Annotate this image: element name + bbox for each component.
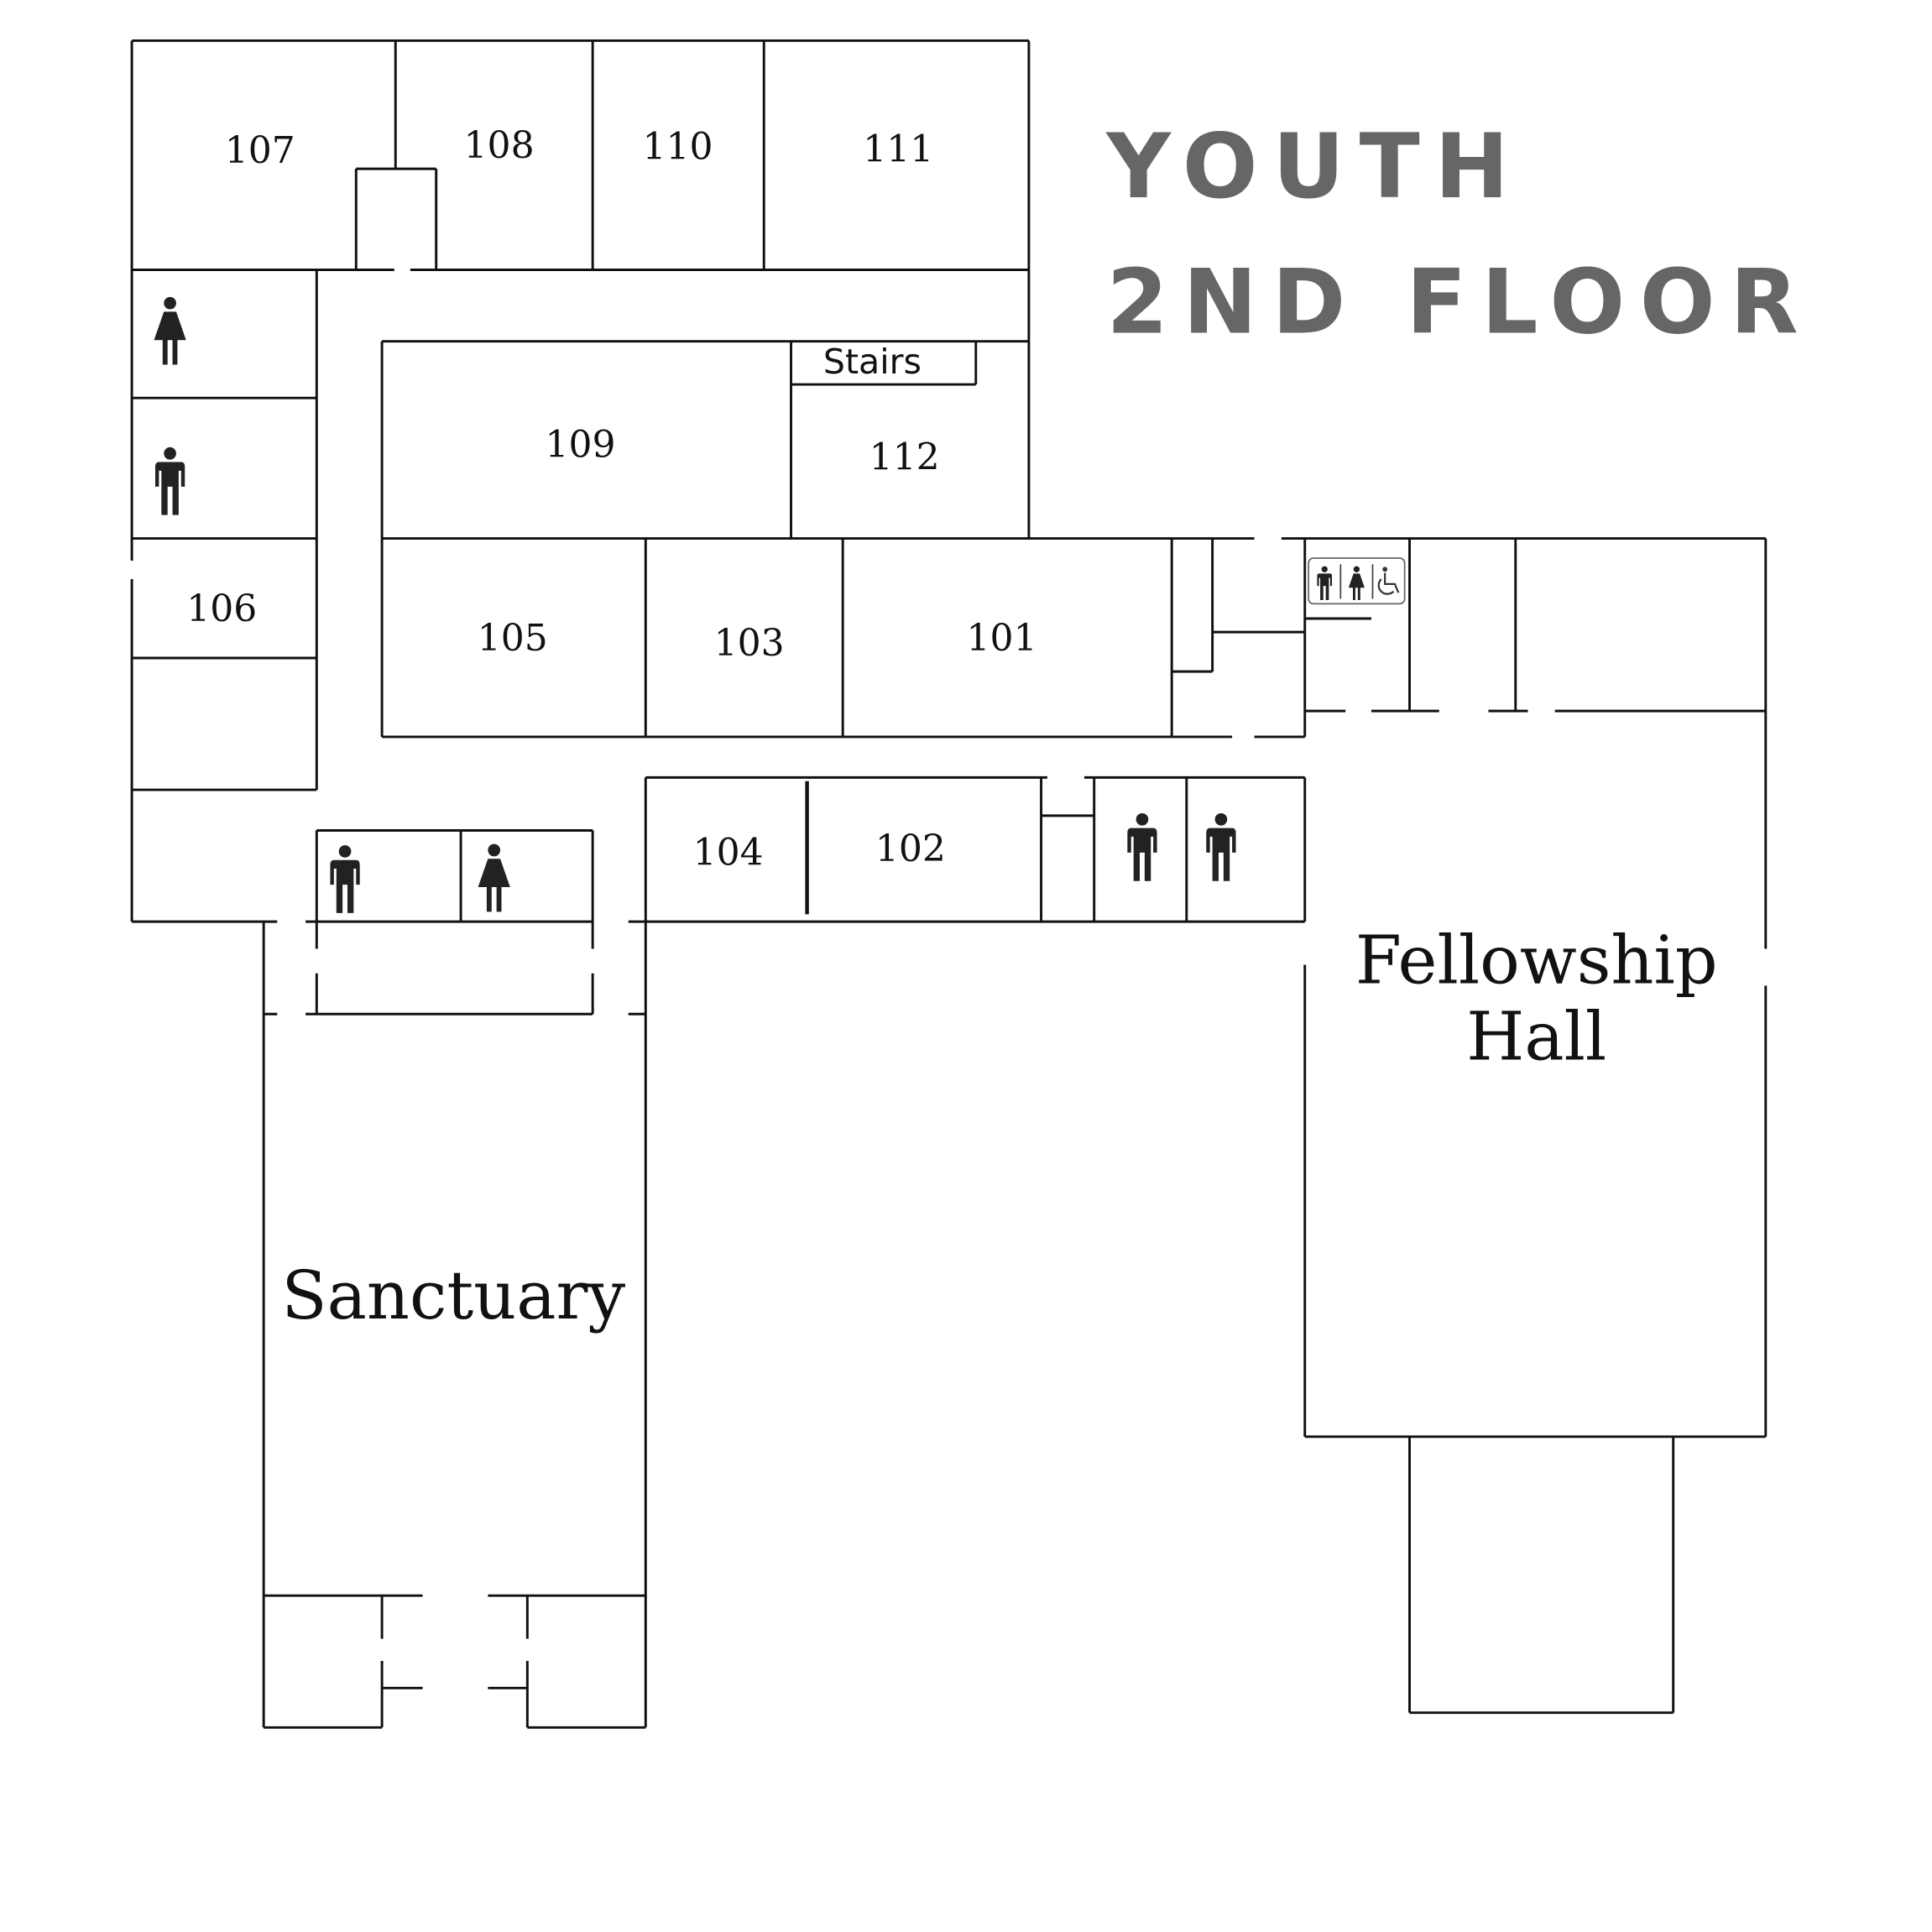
room-104[interactable]: 104 — [693, 832, 764, 875]
room-101[interactable]: 101 — [967, 617, 1037, 660]
title-line-1: YOUTH — [1104, 115, 1523, 218]
title-line-2: 2ND FLOOR — [1106, 250, 1813, 353]
stairs-label[interactable]: Stairs — [823, 342, 922, 382]
sanctuary-label[interactable]: Sanctuary — [281, 1256, 625, 1334]
fellowship-hall-label-1[interactable]: Fellowship — [1355, 922, 1718, 1000]
room-111[interactable]: 111 — [863, 128, 933, 170]
room-109[interactable]: 109 — [545, 424, 615, 467]
male-restroom-icon — [1317, 566, 1333, 600]
accessible-restroom-icon — [1377, 567, 1400, 595]
room-105[interactable]: 105 — [478, 617, 548, 660]
room-112[interactable]: 112 — [869, 436, 940, 478]
room-103[interactable]: 103 — [714, 622, 785, 665]
male-restroom-icon — [330, 845, 360, 913]
female-restroom-icon — [1348, 566, 1365, 600]
room-106[interactable]: 106 — [186, 587, 257, 630]
room-107[interactable]: 107 — [225, 129, 295, 172]
fellowship-hall-label-2[interactable]: Hall — [1466, 998, 1606, 1076]
room-102[interactable]: 102 — [875, 828, 946, 870]
walls — [130, 39, 1768, 1729]
female-restroom-icon — [478, 843, 510, 912]
room-108[interactable]: 108 — [464, 124, 535, 167]
restroom-icons — [154, 296, 1406, 913]
male-restroom-icon — [1127, 812, 1157, 881]
room-110[interactable]: 110 — [642, 125, 713, 168]
male-restroom-icon — [154, 446, 185, 515]
female-restroom-icon — [154, 296, 186, 365]
male-restroom-icon — [1206, 812, 1236, 881]
